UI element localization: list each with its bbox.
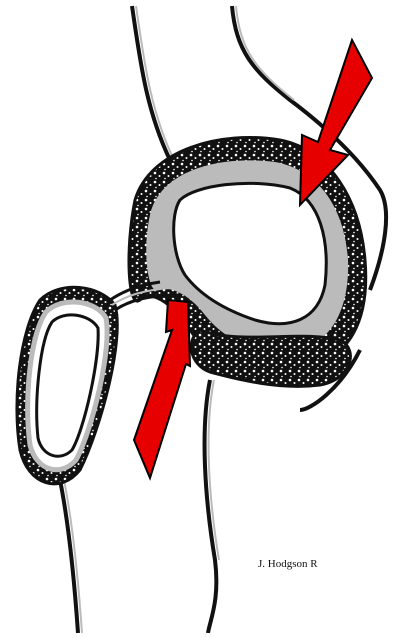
tibial-plateau: [191, 330, 350, 386]
author-credit: J. Hodgson R: [258, 558, 318, 570]
lower-red-arrow: [134, 300, 190, 478]
